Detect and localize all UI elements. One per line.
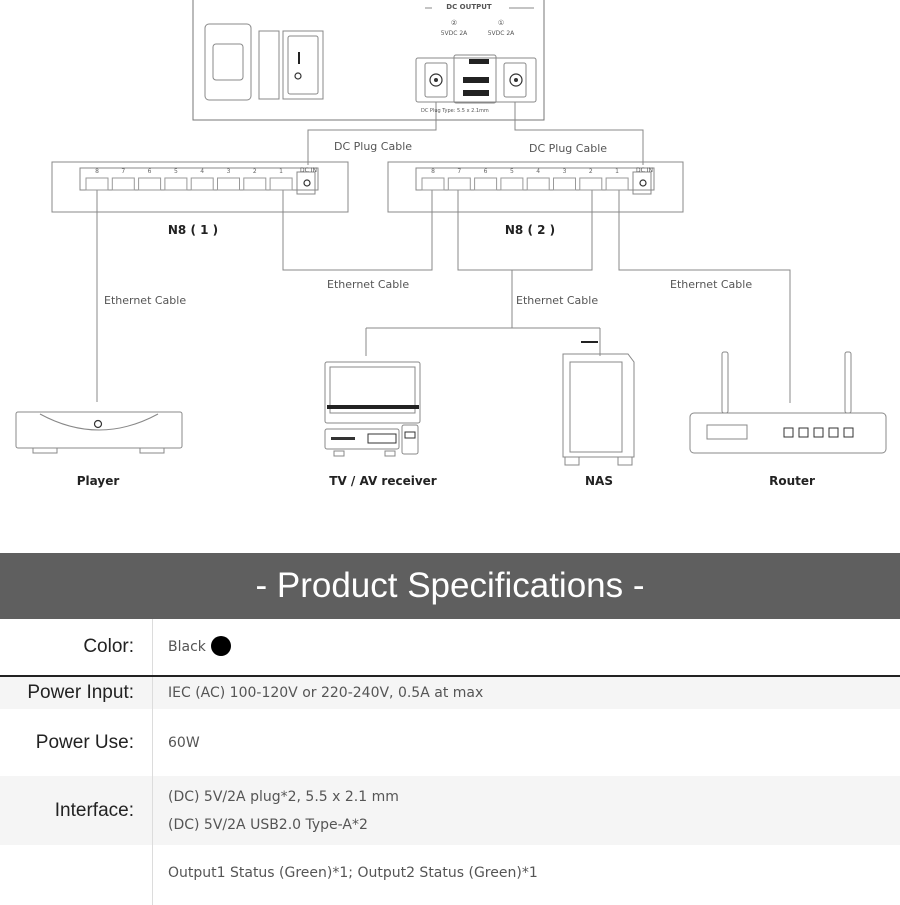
spec-label — [0, 845, 153, 905]
switch-2-port-number: 7 — [457, 168, 461, 175]
eth-cable-switch-link — [282, 190, 433, 271]
port2-spec: 5VDC 2A — [441, 30, 468, 37]
switch-1-dc-in: DC IN — [300, 167, 317, 174]
spec-value: Black — [168, 639, 206, 655]
switch-2-port-2 — [579, 177, 603, 191]
switch-1-port-7 — [111, 177, 135, 191]
switch-1-port-number: 1 — [279, 168, 283, 175]
spec-value: 60W — [168, 734, 200, 751]
switch-1-port-number: 6 — [148, 168, 152, 175]
player-device — [15, 411, 183, 454]
switch-2-port-8 — [421, 177, 445, 191]
spec-label: Interface: — [0, 776, 153, 845]
dc-plug-cable-left-label: DC Plug Cable — [334, 140, 412, 153]
spec-row-color: Color: Black — [0, 619, 900, 675]
switch-1-port-4 — [190, 177, 214, 191]
switch-1-port-number: 8 — [95, 168, 99, 175]
switch-1-port-number: 3 — [227, 168, 231, 175]
switch-2-port-number: 4 — [536, 168, 540, 175]
switch-2-dc-in: DC IN — [636, 167, 653, 174]
spec-value: IEC (AC) 100-120V or 220-240V, 0.5A at m… — [168, 685, 484, 701]
spec-value: Output1 Status (Green)*1; Output2 Status… — [168, 865, 538, 881]
switch-2-port-number: 8 — [431, 168, 435, 175]
spec-row-indicators: Output1 Status (Green)*1; Output2 Status… — [0, 845, 900, 905]
switch-1-port-number: 5 — [174, 168, 178, 175]
switch-1-port-number: 7 — [121, 168, 125, 175]
switch-1-body — [51, 161, 349, 213]
switch-1-port-2 — [243, 177, 267, 191]
switch-2-port-4 — [526, 177, 550, 191]
nas-label: NAS — [585, 474, 613, 488]
switch-1-port-8 — [85, 177, 109, 191]
eth-cable-router — [618, 190, 791, 403]
switch-1-port-5 — [164, 177, 188, 191]
switch-1-label: N8 ( 1 ) — [168, 223, 218, 237]
switch-1-port-number: 4 — [200, 168, 204, 175]
port1-spec: 5VDC 2A — [488, 30, 515, 37]
dc-plug-cable-left — [307, 102, 437, 165]
port1-number: ① — [498, 19, 504, 27]
eth-cable-tv-nas-label: Ethernet Cable — [516, 294, 598, 307]
switch-2-port-6 — [474, 177, 498, 191]
specifications-table: Color: Black Power Input: IEC (AC) 100-1… — [0, 619, 900, 905]
spec-label: Power Input: — [0, 677, 153, 709]
black-color-swatch — [210, 636, 231, 656]
spec-row-power-use: Power Use: 60W — [0, 709, 900, 776]
dc-output-label: DC OUTPUT — [446, 3, 492, 11]
spec-value: (DC) 5V/2A USB2.0 Type-A*2 — [168, 816, 368, 833]
spec-value: (DC) 5V/2A plug*2, 5.5 x 2.1 mm — [168, 788, 399, 805]
tv-device — [324, 361, 421, 457]
switch-2-port-5 — [500, 177, 524, 191]
specifications-heading: - Product Specifications - — [0, 553, 900, 619]
dc-plug-type-note: DC Plug Type: 5.5 x 2.1mm — [421, 108, 489, 114]
router-label: Router — [769, 474, 815, 488]
spec-label: Color: — [0, 619, 153, 675]
eth-cable-player-label: Ethernet Cable — [104, 294, 186, 307]
switch-2-port-1 — [605, 177, 629, 191]
spec-row-interface: Interface: (DC) 5V/2A plug*2, 5.5 x 2.1 … — [0, 776, 900, 845]
power-supply-unit — [192, 0, 545, 121]
switch-2-label: N8 ( 2 ) — [505, 223, 555, 237]
switch-1-port-number: 2 — [253, 168, 257, 175]
tv-label: TV / AV receiver — [329, 474, 437, 488]
router-device — [689, 351, 887, 454]
dc-plug-cable-right — [514, 102, 644, 165]
switch-1-port-1 — [269, 177, 293, 191]
switch-2-port-3 — [553, 177, 576, 191]
switch-2-port-7 — [447, 177, 471, 191]
switch-2-port-number: 3 — [563, 168, 567, 175]
switch-2-body — [387, 161, 684, 213]
spec-row-power-input: Power Input: IEC (AC) 100-120V or 220-24… — [0, 677, 900, 709]
eth-cable-router-label: Ethernet Cable — [670, 278, 752, 291]
switch-1-port-6 — [138, 177, 162, 191]
eth-cable-tv-nas — [365, 190, 601, 356]
eth-cable-link-label: Ethernet Cable — [327, 278, 409, 291]
switch-2-port-number: 5 — [510, 168, 514, 175]
switch-2-port-number: 6 — [484, 168, 488, 175]
switch-2-port-number: 2 — [589, 168, 593, 175]
player-label: Player — [77, 474, 120, 488]
switch-2-port-number: 1 — [615, 168, 619, 175]
dc-plug-cable-right-label: DC Plug Cable — [529, 142, 607, 155]
spec-label: Power Use: — [0, 709, 153, 776]
nas-device — [562, 353, 635, 466]
spec-divider — [0, 675, 900, 677]
switch-1-port-3 — [217, 177, 240, 191]
port2-number: ② — [451, 19, 457, 27]
